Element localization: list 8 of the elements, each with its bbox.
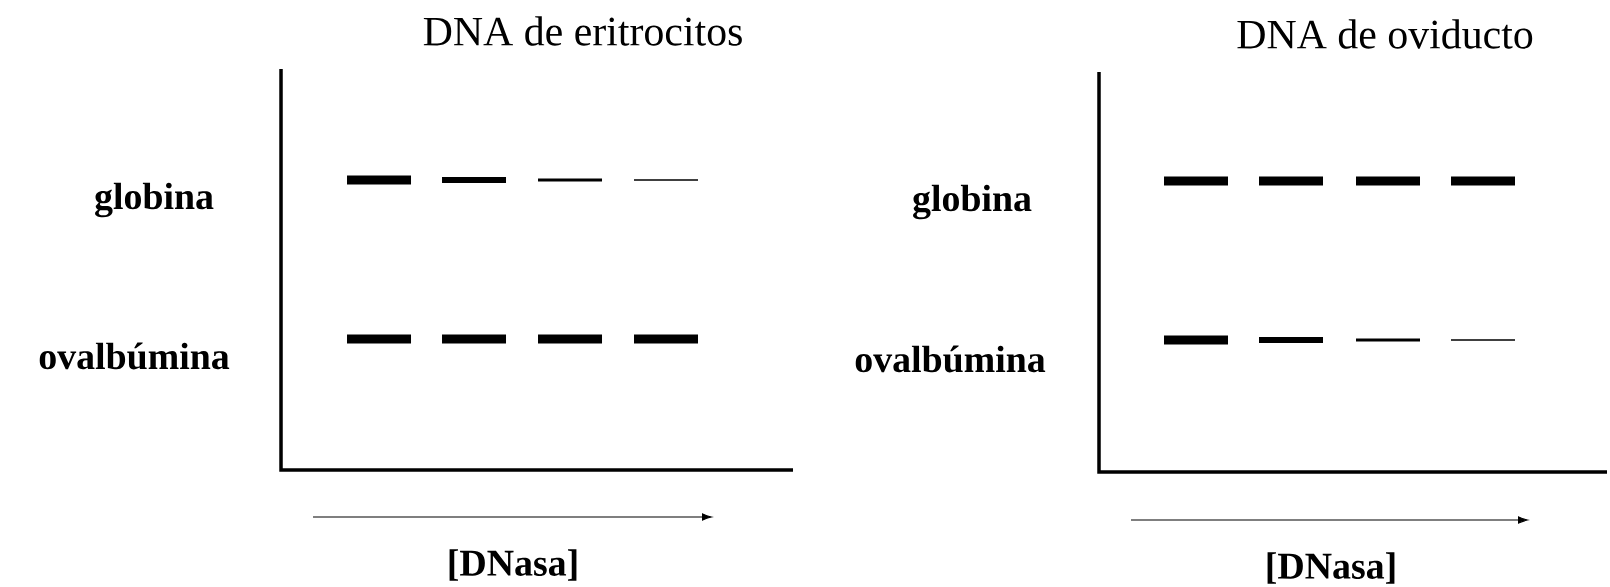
row-label: ovalbúmina	[39, 342, 230, 370]
panel-title: DNA de oviducto	[1237, 19, 1533, 49]
row-label: globina	[95, 182, 214, 218]
axis-label: [DNasa]	[449, 549, 577, 581]
row-label: ovalbúmina	[855, 345, 1046, 373]
row-label: globina	[913, 184, 1032, 220]
axis-label: [DNasa]	[1267, 552, 1395, 584]
panel-title: DNA de eritrocitos	[423, 16, 742, 46]
